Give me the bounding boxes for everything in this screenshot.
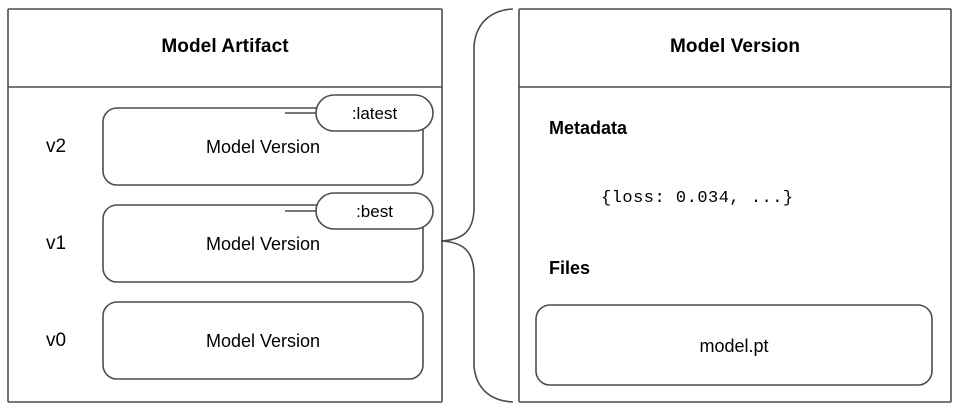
tag-label-best[interactable]: :best	[356, 202, 393, 221]
version-box-label-v1: Model Version	[205, 234, 321, 254]
version-label-v1: v1	[45, 233, 67, 254]
model-version-title: Model Version	[669, 36, 801, 57]
model-artifact-title: Model Artifact	[161, 36, 289, 57]
files-heading: Files	[549, 258, 591, 278]
version-label-v0: v0	[45, 330, 67, 351]
version-label-v2: v2	[45, 136, 67, 157]
metadata-value: {loss: 0.034, ...}	[601, 189, 794, 208]
brace-connector-top	[440, 8, 514, 242]
file-label-model-pt[interactable]: model.pt	[699, 336, 769, 356]
brace-connector-bottom	[440, 240, 514, 403]
version-box-label-v2: Model Version	[205, 137, 321, 157]
version-box-label-v0: Model Version	[205, 331, 321, 351]
tag-label-latest[interactable]: :latest	[351, 104, 398, 123]
metadata-heading: Metadata	[549, 118, 628, 138]
